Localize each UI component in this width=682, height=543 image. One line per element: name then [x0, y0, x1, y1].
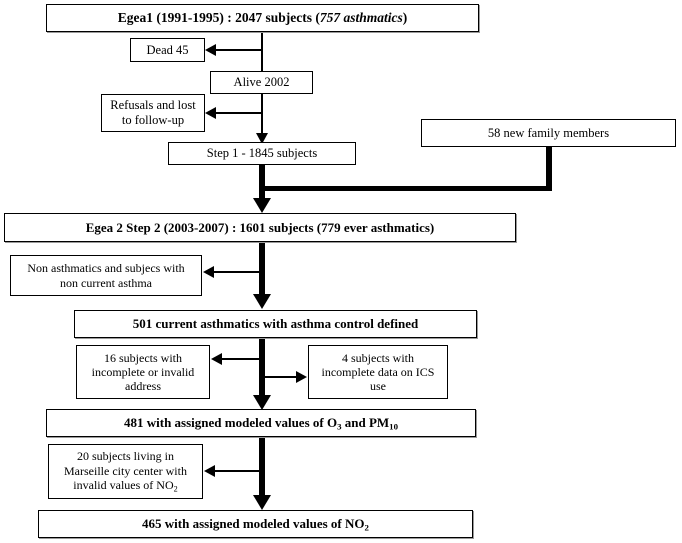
arrowhead-to-o3pm10 [253, 395, 271, 410]
arrowhead-to-egea2 [253, 198, 271, 213]
node-o3-pm10-label: 481 with assigned modeled values of O3 a… [124, 414, 398, 432]
arrowhead-to-marseille [204, 465, 215, 477]
node-marseille-line3: invalid values of NO2 [73, 477, 178, 493]
node-incomplete-ics-line2: incomplete data on ICS [321, 364, 435, 379]
node-no2: 465 with assigned modeled values of NO2 [38, 510, 473, 538]
node-current-asthmatics: 501 current asthmatics with asthma contr… [74, 310, 477, 338]
node-current-asthmatics-label: 501 current asthmatics with asthma contr… [132, 316, 419, 332]
connector-o3pm10-down [259, 437, 265, 499]
node-egea1-label: Egea1 (1991-1995) : 2047 subjects (757 a… [117, 10, 408, 26]
connector-current-asthmatics-down [259, 338, 265, 398]
node-non-asthmatics: Non asthmatics and subjecs with non curr… [10, 255, 202, 296]
node-refusals-line1: Refusals and lost [110, 98, 196, 113]
node-non-asthmatics-line2: non current asthma [60, 275, 152, 290]
node-incomplete-ics-line3: use [370, 379, 386, 394]
node-incomplete-address-line3: address [125, 379, 161, 394]
node-non-asthmatics-line1: Non asthmatics and subjecs with [27, 261, 185, 276]
node-incomplete-ics: 4 subjects with incomplete data on ICS u… [308, 345, 448, 399]
connector-to-dead [216, 49, 262, 51]
node-incomplete-address-line1: 16 subjects with [104, 350, 182, 365]
arrowhead-to-step1 [256, 133, 268, 144]
node-step1: Step 1 - 1845 subjects [168, 142, 356, 165]
connector-step1-down [259, 165, 265, 201]
node-incomplete-ics-line1: 4 subjects with [342, 350, 414, 365]
connector-new-family-down [546, 147, 552, 191]
connector-merge-bar [259, 186, 552, 191]
node-new-family-label: 58 new family members [487, 125, 610, 140]
connector-to-incomplete-address [222, 358, 262, 360]
node-marseille-line1: 20 subjects living in [77, 449, 174, 464]
arrowhead-to-dead [205, 44, 216, 56]
node-new-family: 58 new family members [421, 119, 676, 147]
connector-to-refusals [216, 112, 262, 114]
node-egea1: Egea1 (1991-1995) : 2047 subjects (757 a… [46, 4, 479, 32]
node-dead: Dead 45 [130, 38, 205, 62]
arrowhead-to-no2 [253, 495, 271, 510]
arrowhead-to-incomplete-address [211, 353, 222, 365]
node-no2-label: 465 with assigned modeled values of NO2 [142, 515, 369, 533]
node-alive-2002: Alive 2002 [210, 71, 313, 94]
node-marseille: 20 subjects living in Marseille city cen… [48, 444, 203, 499]
connector-egea2-down [259, 242, 265, 297]
arrowhead-to-incomplete-ics [296, 371, 307, 383]
node-o3-pm10: 481 with assigned modeled values of O3 a… [46, 409, 476, 437]
connector-to-non-asthmatics [214, 271, 260, 273]
connector-to-marseille [215, 470, 261, 472]
node-egea2: Egea 2 Step 2 (2003-2007) : 1601 subject… [4, 213, 516, 242]
node-refusals: Refusals and lost to follow-up [101, 94, 205, 132]
connector-to-incomplete-ics [262, 376, 297, 378]
node-incomplete-address: 16 subjects with incomplete or invalid a… [76, 345, 210, 399]
node-alive-2002-label: Alive 2002 [233, 75, 290, 90]
node-egea2-label: Egea 2 Step 2 (2003-2007) : 1601 subject… [85, 219, 435, 235]
node-step1-label: Step 1 - 1845 subjects [206, 146, 318, 161]
arrowhead-to-non-asthmatics [203, 266, 214, 278]
node-dead-label: Dead 45 [146, 42, 189, 57]
arrowhead-to-current-asthmatics [253, 294, 271, 309]
arrowhead-to-refusals [205, 107, 216, 119]
node-refusals-line2: to follow-up [121, 113, 185, 127]
node-incomplete-address-line2: incomplete or invalid [91, 364, 195, 379]
node-marseille-line2: Marseille city center with [64, 463, 187, 478]
